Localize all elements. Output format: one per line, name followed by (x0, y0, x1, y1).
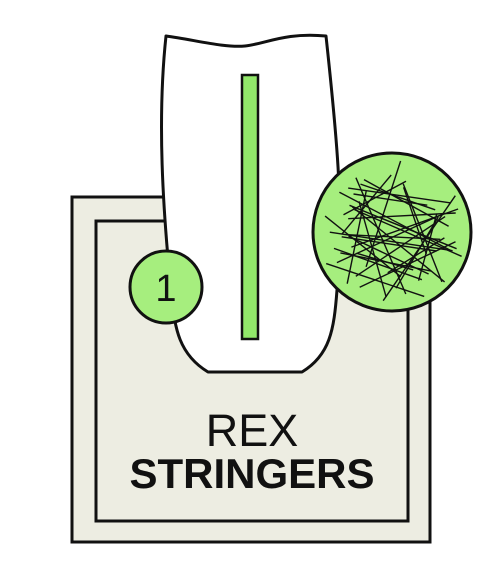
mesh-string (351, 206, 446, 283)
mesh-string (395, 216, 439, 289)
mesh-string (341, 174, 392, 235)
mesh-string (358, 201, 387, 298)
mesh-string (360, 183, 436, 211)
mesh-string (336, 214, 440, 264)
mesh-string (402, 187, 427, 255)
mesh-string (343, 180, 407, 216)
wordmark-line-2: STRINGERS (129, 450, 374, 497)
mesh-string (353, 193, 428, 206)
mesh-string (329, 231, 453, 252)
wordmark-line-1: REX (206, 405, 299, 456)
mesh-string (387, 237, 445, 274)
mesh-string (333, 247, 423, 281)
badge-number: 1 (155, 268, 176, 310)
stringer-stripe-icon (240, 73, 260, 341)
mesh-string (324, 215, 402, 278)
mesh-string (348, 212, 456, 220)
mesh-string (339, 191, 452, 252)
mesh-string (341, 236, 437, 252)
mesh-string (402, 183, 443, 283)
mesh-string (355, 216, 446, 277)
number-badge: 1 (128, 249, 204, 325)
mesh-string (348, 187, 451, 204)
mesh-string (346, 190, 367, 284)
mesh-string (356, 252, 414, 271)
string-mesh-ball-icon (311, 151, 473, 313)
mesh-string (354, 208, 462, 257)
mesh-string (359, 241, 456, 288)
